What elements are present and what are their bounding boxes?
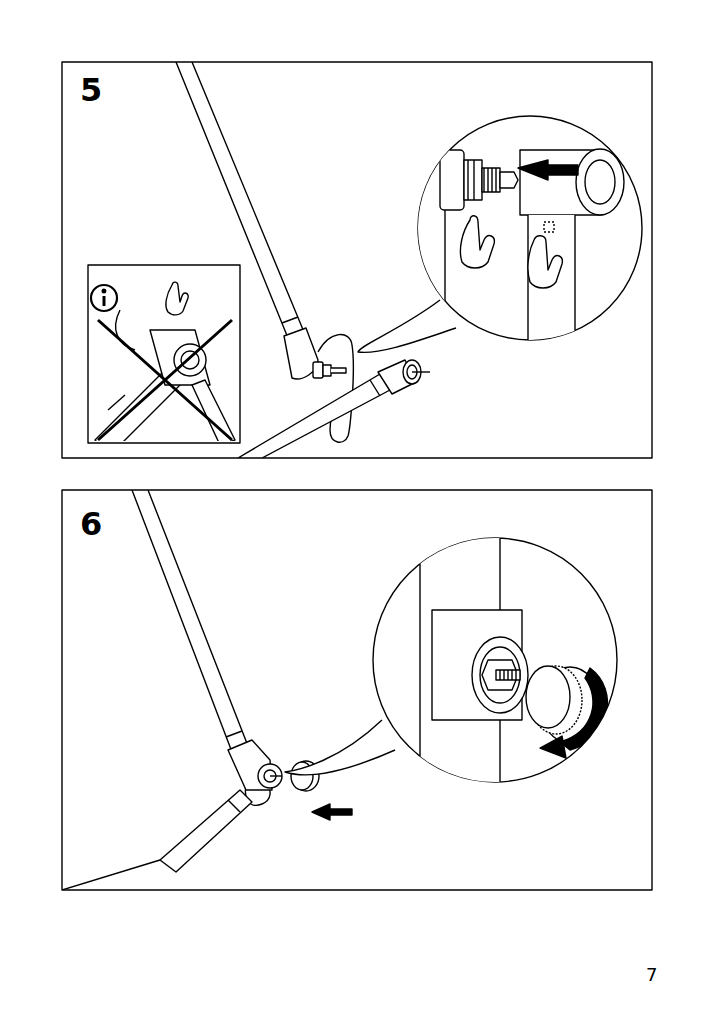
step-frame <box>62 490 652 890</box>
info-symbol <box>91 285 117 311</box>
step-frame <box>62 62 652 458</box>
page-number: 7 <box>646 966 657 984</box>
step-number: 6 <box>80 508 102 540</box>
lamp-arm <box>176 62 430 458</box>
lamp-arm <box>62 490 352 890</box>
step-number: 5 <box>80 74 102 106</box>
